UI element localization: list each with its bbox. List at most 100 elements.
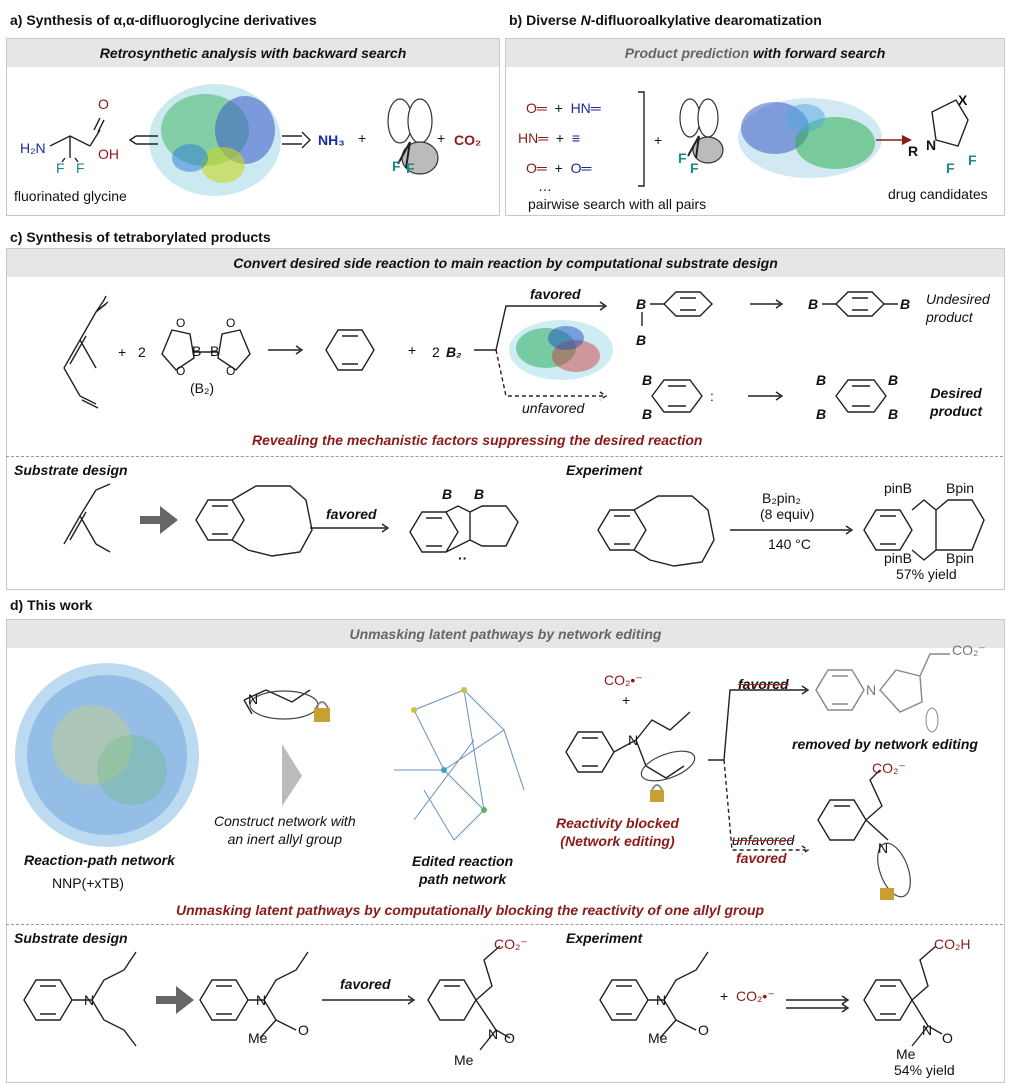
n-label-d-icon: N: [248, 691, 259, 707]
b2-main-label: B₂: [446, 344, 462, 360]
unmasking-text: Unmasking latent pathways by computation…: [176, 902, 765, 918]
favored-label-c: favored: [530, 286, 581, 302]
reactivity-blocked-label: Reactivity blocked (Network editing): [556, 815, 679, 849]
fluorine-label-1: F: [56, 160, 65, 176]
b2-label: (B₂): [190, 380, 215, 396]
b-c-top-1: B: [636, 296, 647, 312]
plus-d: +: [622, 692, 631, 708]
b-c-prod-1: B: [442, 486, 453, 502]
reagent-ellipsis: …: [538, 178, 552, 194]
plus-b: +: [654, 132, 663, 148]
o-label-exp-d: O: [698, 1022, 709, 1038]
dicarbene-dots: ··: [458, 550, 468, 566]
n-label-sd-1: N: [256, 992, 267, 1008]
pinb-bottom-label: pinB: [884, 550, 913, 566]
panel-b-banner: Product prediction with forward search: [506, 39, 1004, 67]
panel-a-banner: Retrosynthetic analysis with backward se…: [7, 39, 499, 67]
undesired-product-label: Undesired product: [926, 291, 990, 325]
reaction-path-network-label: Reaction-path network: [24, 852, 175, 868]
plus-a-1: +: [358, 130, 367, 146]
nh3-label: NH₃: [318, 132, 345, 148]
substrate-design-label-c: Substrate design: [14, 462, 128, 478]
favored2-label-d: favored: [340, 976, 391, 992]
me-label-exp-d: Me: [648, 1030, 668, 1046]
plus-exp-d: +: [720, 988, 729, 1004]
b-c-top-3: B: [808, 296, 819, 312]
panel-c: Convert desired side reaction to main re…: [6, 248, 1005, 590]
plus-c-2: +: [408, 342, 417, 358]
bpin-top-label: Bpin: [946, 480, 975, 496]
n-label-b: N: [926, 137, 937, 153]
r-label: R: [908, 143, 919, 159]
n-label-exp-d: N: [656, 992, 667, 1008]
co2-radical-label: CO₂•⁻: [604, 672, 643, 688]
equiv-label-c: (8 equiv): [760, 506, 815, 522]
co2-radical-exp-d: CO₂•⁻: [736, 988, 775, 1004]
unfavored-struck-label: unfavored: [732, 832, 795, 848]
co2-minus-favored: CO₂⁻: [872, 760, 906, 776]
divider-d: [6, 924, 1003, 925]
o-label-sd-2: O: [504, 1030, 515, 1046]
removed-label: removed by network editing: [792, 736, 978, 752]
o-c-2: O: [176, 364, 186, 378]
b-c-top-4: B: [900, 296, 911, 312]
fluorine-label-2: F: [76, 160, 85, 176]
reagent-row-2: HN═ + ≡: [518, 130, 581, 146]
reagent-label-c: B₂pin₂: [762, 490, 801, 506]
plus-c-1: +: [118, 344, 127, 360]
drug-candidates-caption: drug candidates: [888, 186, 988, 202]
fluorine-a-1: F: [392, 158, 401, 174]
n-label-sd-2: N: [488, 1026, 499, 1042]
pairwise-caption: pairwise search with all pairs: [528, 196, 707, 212]
o-c-4: O: [226, 364, 236, 378]
n-label-indoline: N: [878, 840, 889, 856]
fluorine-b-3: F: [946, 160, 955, 176]
o-label-prod-d: O: [942, 1030, 953, 1046]
edited-network-label: Edited reaction path network: [412, 853, 514, 887]
substrate-design-label-d: Substrate design: [14, 930, 128, 946]
fluorine-b-4: F: [968, 152, 977, 168]
b-c-top-2: B: [636, 332, 647, 348]
n-label-prod-d: N: [922, 1022, 933, 1038]
h2n-label: H₂N: [20, 140, 46, 156]
nnp-label: NNP(+xTB): [52, 875, 124, 891]
co2-minus-removed: CO₂⁻: [952, 642, 986, 658]
o-c-3: O: [226, 316, 236, 330]
o-label-sd-1: O: [298, 1022, 309, 1038]
yield-label-d: 54% yield: [894, 1062, 955, 1078]
oh-label: OH: [98, 146, 119, 162]
reagent-row-3: O═ + O═: [526, 160, 592, 176]
x-label: X: [958, 92, 968, 108]
experiment-label-c: Experiment: [566, 462, 643, 478]
coef-c-2: 2: [432, 344, 440, 360]
pinb-top-label: pinB: [884, 480, 913, 496]
reagent-row-1: O═ + HN═: [526, 100, 601, 116]
co2h-label: CO₂H: [934, 936, 971, 952]
panel-a-title: a) Synthesis of α,α-difluoroglycine deri…: [10, 12, 317, 28]
n-label-d: N: [628, 732, 639, 748]
b-c-2: B: [210, 343, 220, 359]
n-label-removed: N: [866, 682, 877, 698]
b-c-bot-6: B: [888, 406, 899, 422]
panel-d-banner: Unmasking latent pathways by network edi…: [7, 620, 1004, 648]
desired-product-label: Desired product: [930, 385, 983, 419]
fluorine-b-2: F: [690, 160, 699, 176]
panel-b-title: b) Diverse N-difluoroalkylative dearomat…: [509, 12, 822, 28]
glycine-caption: fluorinated glycine: [14, 188, 127, 204]
b-c-bot-5: B: [888, 372, 899, 388]
carbonyl-o-label: O: [98, 96, 109, 112]
